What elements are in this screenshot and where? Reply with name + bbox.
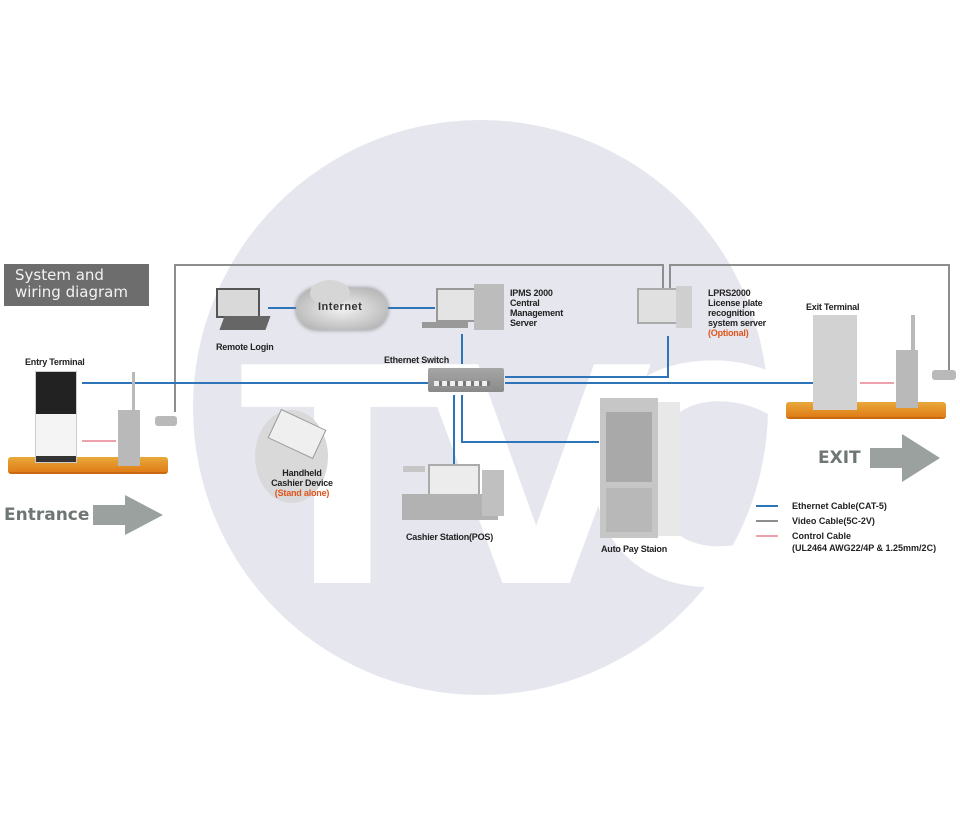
lprs-optional-label: (Optional): [708, 328, 749, 338]
ipms-label-line: Management: [510, 308, 564, 318]
entrance-label: Entrance: [4, 505, 90, 525]
handheld-label-line: Cashier Device: [271, 478, 333, 488]
entry-camera-icon: [155, 416, 177, 426]
ethernet-cable-switch-autopay-h: [461, 441, 599, 443]
ipms-keyboard-icon: [422, 322, 468, 328]
ethernet-cable-switch-lprs-h: [505, 376, 668, 378]
video-cable-lprs-left: [662, 264, 664, 288]
exit-arrow-body: [870, 448, 902, 468]
entry-terminal-screen: [36, 372, 76, 414]
ethernet-cable-server-switch: [461, 334, 463, 364]
legend-label: Control Cable: [792, 530, 852, 541]
internet-cloud-puff: [310, 280, 350, 306]
exit-barrier-arm: [911, 315, 915, 353]
diagram-title: System and wiring diagram: [4, 264, 149, 306]
ipms-monitor-icon: [436, 288, 480, 322]
entry-platform: [8, 457, 168, 472]
lprs-label-line: License plate: [708, 298, 763, 308]
switch-ports-icon: [434, 381, 490, 386]
exit-label: EXIT: [818, 448, 861, 468]
ethernet-cable-switch-lprs-v: [667, 336, 669, 378]
remote-login-label: Remote Login: [216, 342, 274, 352]
control-cable-exit: [860, 382, 894, 384]
handheld-label-line: Handheld: [282, 468, 322, 478]
ethernet-cable-entry-switch: [82, 382, 430, 384]
ipms-label-line: IPMS 2000: [510, 288, 553, 298]
cashier-station-label: Cashier Station(POS): [406, 532, 494, 542]
auto-pay-station-side: [658, 402, 680, 536]
ipms-tower-icon: [474, 284, 504, 330]
entry-terminal-base: [36, 456, 76, 462]
pos-tower-icon: [482, 470, 504, 516]
legend-swatch-video: [756, 519, 778, 522]
ethernet-cable-switch-pos: [453, 395, 455, 465]
entry-barrier-gate: [118, 410, 140, 466]
video-cable-top-left: [174, 264, 663, 266]
laptop-keyboard-icon: [219, 316, 271, 330]
handheld-label: Handheld Cashier Device (Stand alone): [262, 468, 342, 498]
video-cable-top-right: [669, 264, 949, 266]
pos-customer-display-icon: [403, 466, 425, 472]
entrance-arrow-head: [125, 495, 163, 535]
handheld-note: (Stand alone): [274, 488, 330, 498]
ethernet-switch-label: Ethernet Switch: [384, 355, 450, 365]
entry-terminal-label: Entry Terminal: [25, 357, 85, 367]
control-cable-entry: [82, 440, 116, 442]
legend-note: (UL2464 AWG22/4P & 1.25mm/2C): [792, 543, 937, 553]
exit-barrier-gate: [896, 350, 918, 408]
lprs-label-line: LPRS2000: [708, 288, 751, 298]
legend: Ethernet Cable(CAT-5) Video Cable(5C-2V)…: [756, 498, 936, 558]
video-cable-lprs-right: [669, 264, 671, 288]
entry-terminal-device: [35, 371, 77, 463]
auto-pay-lower-panel: [606, 488, 652, 532]
ethernet-cable-switch-autopay-v: [461, 395, 463, 443]
legend-label: Ethernet Cable(CAT-5): [792, 500, 887, 511]
ethernet-cable-laptop-internet: [268, 307, 300, 309]
legend-item-control: Control Cable: [756, 528, 936, 543]
ipms-label-line: Server: [510, 318, 537, 328]
exit-camera-icon: [932, 370, 956, 380]
ethernet-cable-internet-server: [385, 307, 435, 309]
auto-pay-station-front: [600, 398, 658, 538]
lprs-label-line: recognition: [708, 308, 755, 318]
legend-swatch-ethernet: [756, 504, 778, 507]
laptop-screen-icon: [216, 288, 260, 318]
lprs-tower-icon: [676, 286, 692, 328]
video-cable-exit-drop: [948, 264, 950, 370]
entrance-arrow-body: [93, 505, 125, 525]
entry-barrier-arm: [132, 372, 135, 412]
ethernet-cable-switch-exit: [505, 382, 815, 384]
legend-item-ethernet: Ethernet Cable(CAT-5): [756, 498, 936, 513]
ethernet-switch-icon: [428, 368, 504, 392]
auto-pay-panel: [606, 412, 652, 482]
legend-label: Video Cable(5C-2V): [792, 515, 875, 526]
legend-swatch-control: [756, 534, 778, 537]
internet-label: Internet: [318, 301, 363, 313]
exit-platform: [786, 402, 946, 417]
lprs-label-line: system server: [708, 318, 766, 328]
video-cable-entry-drop: [174, 264, 176, 412]
auto-pay-label: Auto Pay Staion: [601, 544, 668, 554]
ipms-label: IPMS 2000 Central Management Server: [510, 288, 563, 328]
ipms-label-line: Central: [510, 298, 540, 308]
exit-arrow-head: [902, 434, 940, 482]
exit-terminal-label: Exit Terminal: [806, 302, 860, 312]
exit-terminal-device: [813, 315, 857, 410]
legend-item-video: Video Cable(5C-2V): [756, 513, 936, 528]
lprs-label: LPRS2000 License plate recognition syste…: [708, 288, 766, 338]
